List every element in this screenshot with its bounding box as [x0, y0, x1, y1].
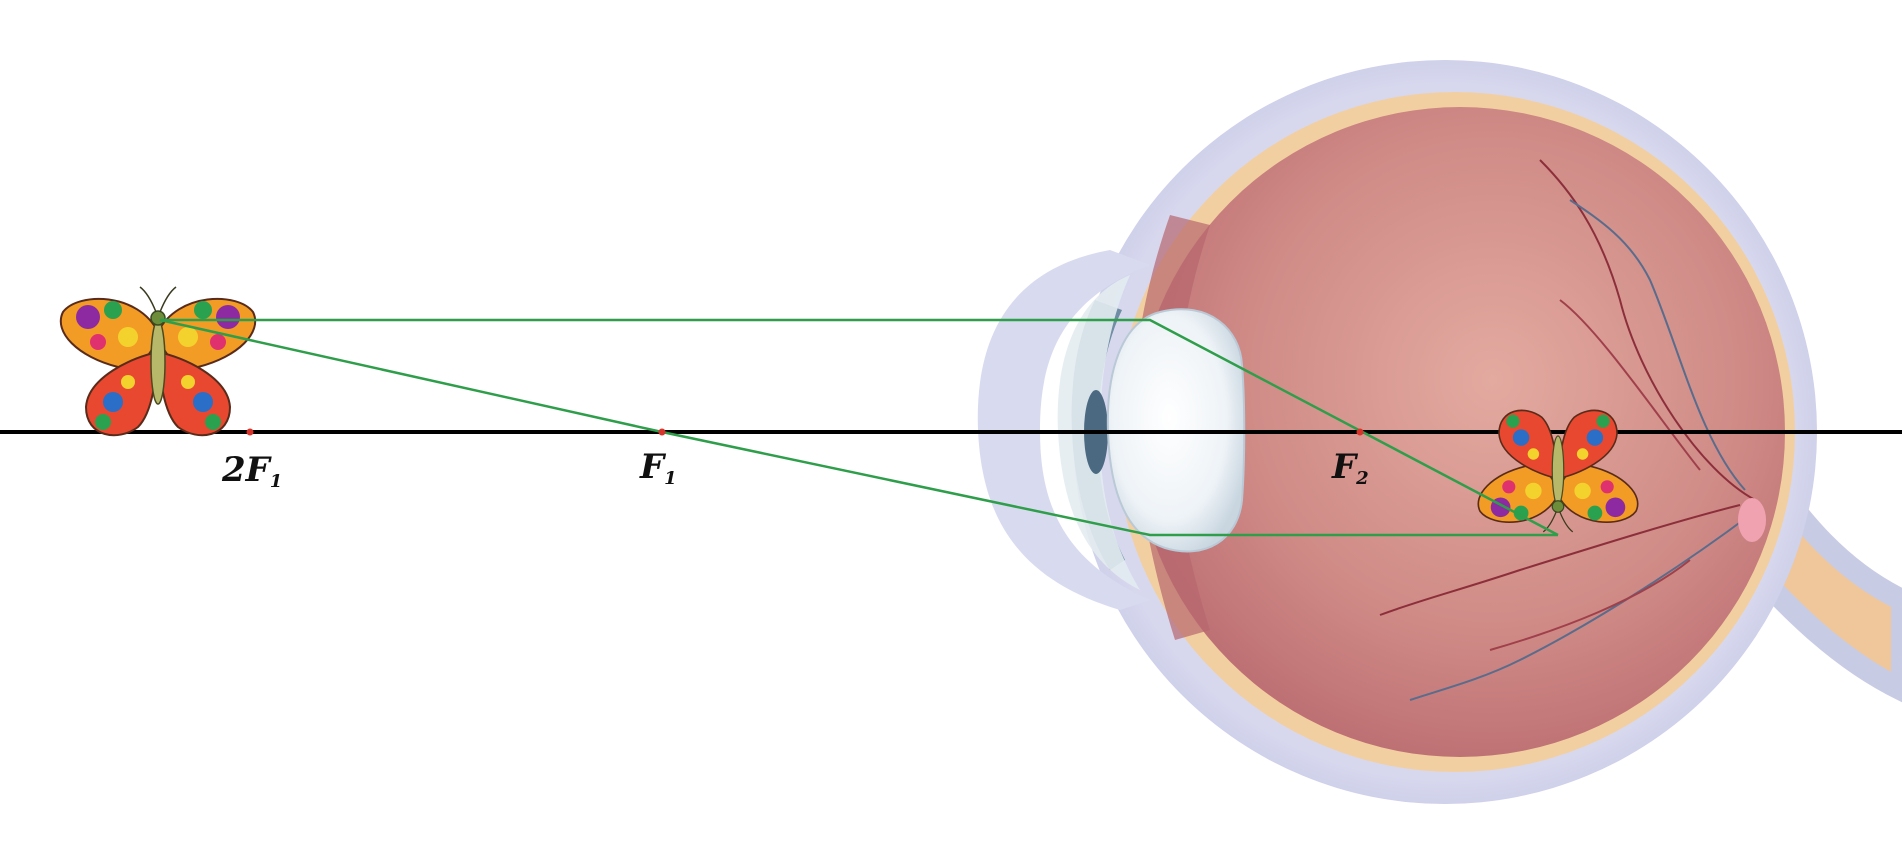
focal-point-2F1 [246, 428, 254, 436]
ray-through-focus [159, 318, 1558, 537]
optic-disc [1738, 498, 1766, 542]
light-rays [159, 318, 1559, 537]
focal-point-F1 [658, 428, 666, 436]
cornea [977, 250, 1150, 610]
label-2F1: 2F1 [221, 450, 282, 492]
retinal-vessels [1379, 159, 1756, 701]
focal-point-F2 [1356, 428, 1364, 436]
label-F1: F1 [639, 447, 677, 489]
label-F2: F2 [1331, 447, 1369, 489]
butterfly-object-icon [59, 286, 257, 437]
ray-parallel [160, 318, 1559, 537]
